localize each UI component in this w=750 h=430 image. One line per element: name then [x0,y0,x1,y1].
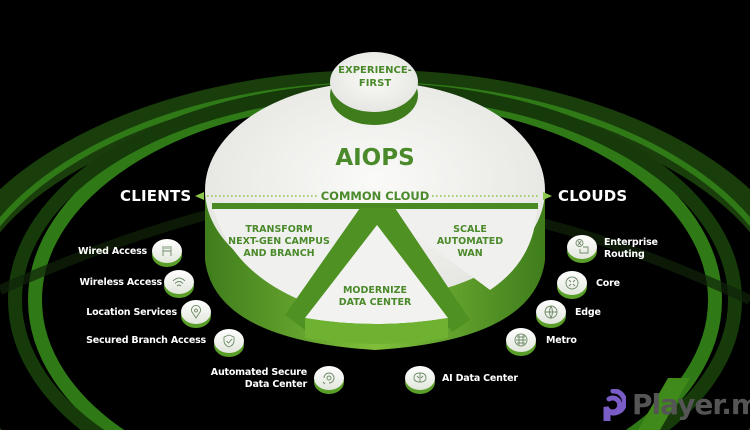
axis-arrows [195,192,552,200]
accent-slash [638,378,690,430]
icon-button-face [567,235,597,259]
aiops-title: AIOPS [335,145,415,171]
cloud-label-line-1: Enterprise [604,237,658,248]
icon-button-shield-check [214,329,244,357]
ethernet-port-icon [162,246,172,256]
icon-button-location-pin [181,300,211,328]
icon-button-face [314,366,344,390]
common-cloud-band [212,203,538,209]
watermark: Player.me [600,388,750,421]
common-cloud-label: COMMON CLOUD [320,189,430,203]
router-icon [575,239,589,254]
dc-label-line-1: Automated Secure [210,367,307,378]
dc-label-line-2: Data Center [244,379,307,390]
segment-bottom-line-1: MODERNIZE [342,285,408,296]
client-label-wired-access: Wired Access [78,246,147,257]
experience-first-label: EXPERIENCE- FIRST [330,64,420,90]
experience-first-badge [330,52,418,125]
arrow-left-icon [195,192,204,200]
icon-button-gear-cycle [314,366,344,394]
client-label-secured-branch-access: Secured Branch Access [86,335,206,346]
segment-right-line-3: WAN [457,248,483,259]
cloud-label-enterprise-routing: Enterprise Routing [604,237,658,261]
icon-button-brain [405,366,435,394]
segment-left-line-1: TRANSFORM [245,224,313,235]
segment-right-line-2: AUTOMATED [436,236,504,247]
clients-heading: CLIENTS [120,187,192,205]
location-pin-icon [191,305,201,319]
icon-button-wifi [164,270,194,298]
icon-button-face [164,270,194,294]
clouds-heading: CLOUDS [558,187,628,205]
cloud-label-metro: Metro [546,335,577,346]
globe-network-icon [544,305,558,320]
icon-button-globe-network [536,300,566,328]
dc-label-ai-data-center: AI Data Center [442,373,518,384]
metro-grid-icon [514,333,528,347]
watermark-text: Player.me [632,388,750,421]
client-label-location-services: Location Services [86,307,177,318]
segment-right-label: SCALE AUTOMATED WAN [420,224,520,260]
brain-icon [413,372,427,383]
wifi-icon [172,277,186,287]
dc-label-automated-secure: Automated Secure Data Center [211,367,307,391]
arrow-right-icon [543,192,552,200]
badge-line-1: EXPERIENCE- [338,65,412,76]
icon-button-router [567,235,597,263]
cloud-label-core: Core [596,278,620,289]
segment-bottom-side [305,318,448,344]
aiops-disc [205,82,545,350]
icon-button-face [214,329,244,353]
icon-button-ethernet-port [152,239,182,267]
icon-button-face [557,271,587,295]
segment-bottom-line-2: DATA CENTER [338,297,412,308]
cloud-label-line-2: Routing [604,249,645,260]
segment-bottom-label: MODERNIZE DATA CENTER [320,285,430,309]
cloud-label-edge: Edge [575,307,601,318]
segment-right-line-1: SCALE [453,224,487,235]
icon-button-metro-grid [506,328,536,356]
core-arrows-icon [565,276,579,290]
badge-line-2: FIRST [358,78,392,89]
segment-left-line-3: AND BRANCH [243,248,315,259]
segment-left-label: TRANSFORM NEXT-GEN CAMPUS AND BRANCH [214,224,344,260]
disc-lower-face [213,207,537,300]
icon-button-core-arrows [557,271,587,299]
gear-cycle-icon [322,372,335,385]
client-label-wireless-access: Wireless Access [79,277,162,288]
shield-check-icon [223,334,235,348]
player-me-logo-icon [603,388,626,421]
segment-left-line-2: NEXT-GEN CAMPUS [228,236,330,247]
segment-bottom-face [305,225,448,324]
